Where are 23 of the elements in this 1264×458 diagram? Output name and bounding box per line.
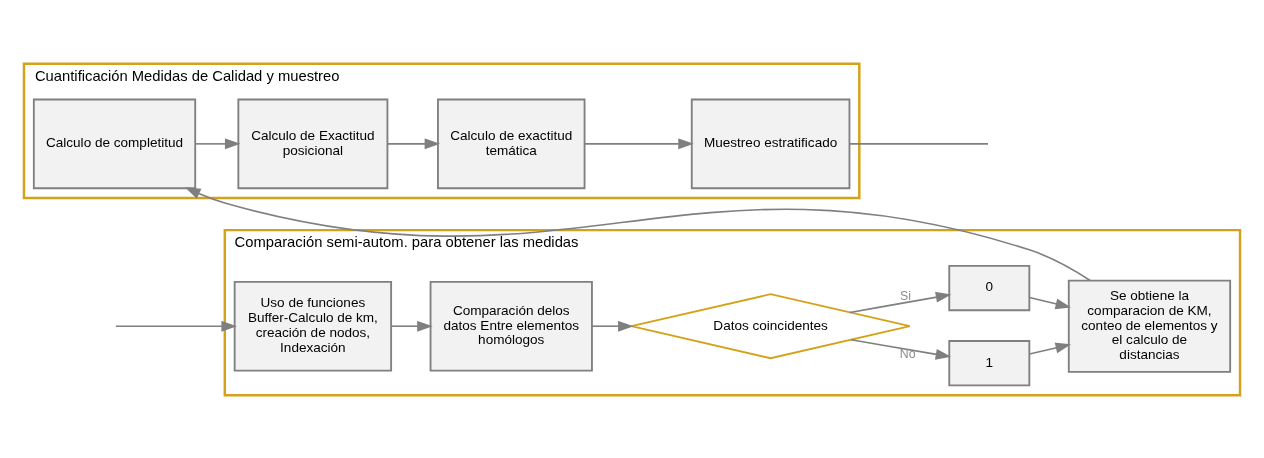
node-box: Calculo de Exactitud posicional [237,98,389,189]
node-box: Calculo de completitud [32,98,197,189]
edge-label: No [899,346,916,361]
arrow [850,338,952,360]
node-box: Se obtiene la comparacion de KM, conteo de elementos y el calculo de distancias [1067,279,1232,373]
node-box: 1 [948,339,1031,386]
arrow [386,137,441,149]
node-box: Comparación delos datos Entre elementos homólogos [429,280,593,371]
arrow [115,320,237,332]
arrow [390,320,433,332]
node-box: Uso de funciones Buffer-Calculo de km, creación de nodos, Indexación [233,280,393,371]
arrow [583,137,694,149]
edge-label: Si [899,288,911,303]
node-box: Calculo de exactitud temática [437,98,586,189]
connector [849,142,989,145]
arrow [194,137,241,149]
arrow [849,291,952,313]
arrow [185,186,1091,281]
arrow [1028,296,1072,309]
arrow [1028,342,1072,355]
node-box: 0 [948,264,1031,311]
node-box: Muestreo estratificado [690,98,851,189]
arrow [591,320,634,332]
